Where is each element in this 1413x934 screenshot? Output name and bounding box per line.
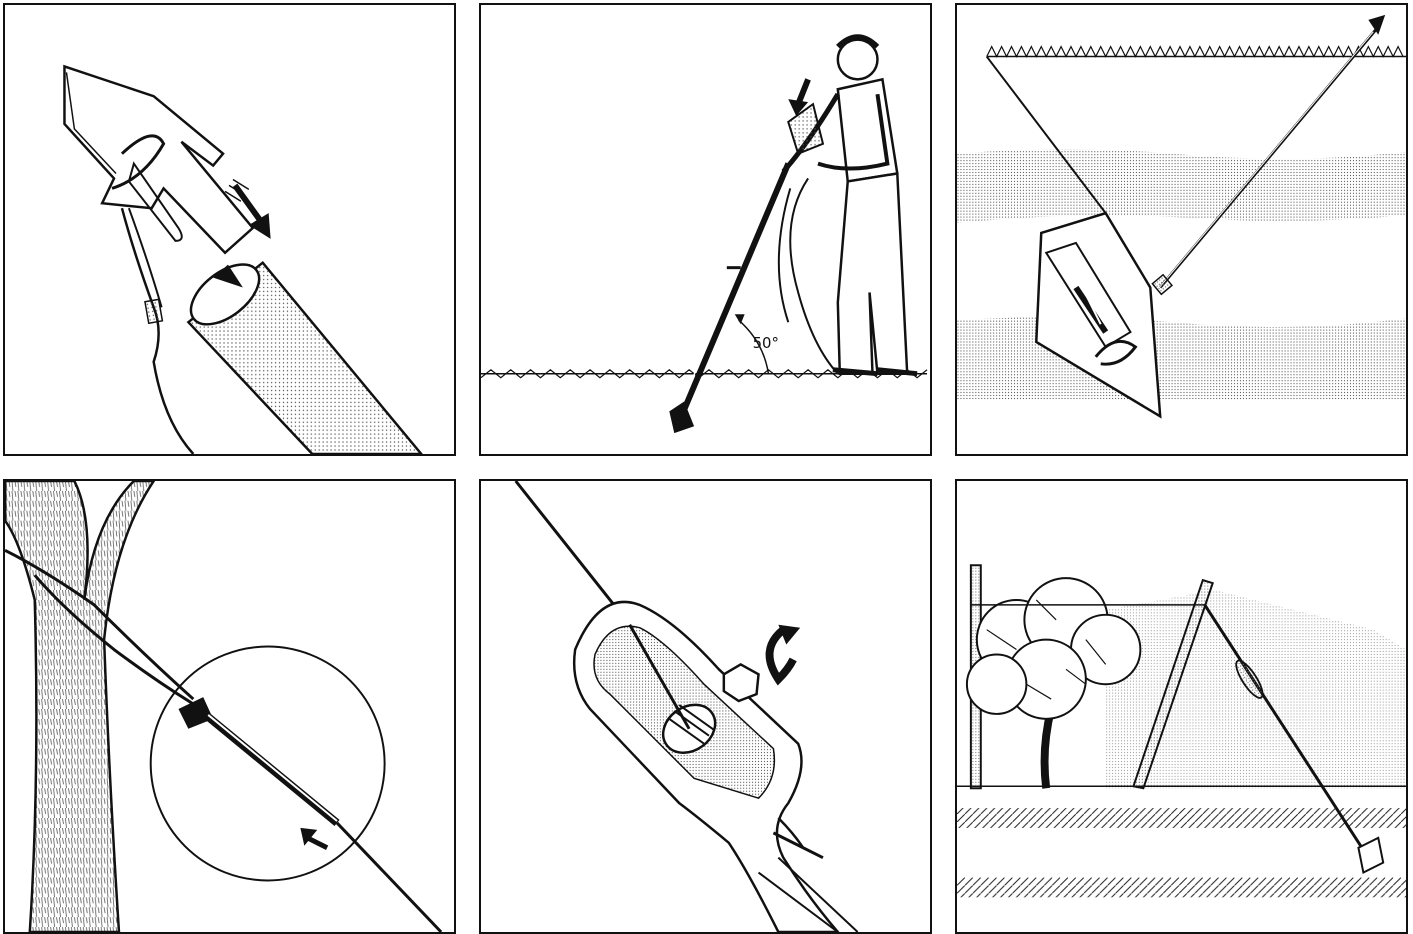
vineyard-anchor-illustration (957, 481, 1406, 932)
driving-anchor-illustration: 50° (481, 5, 930, 454)
step-4-panel (3, 479, 456, 934)
cable-clamp (178, 697, 213, 729)
step-5-panel (479, 479, 932, 934)
cable (122, 208, 193, 454)
down-arrow-icon (798, 79, 808, 104)
soil-stripe-2 (957, 877, 1406, 897)
soil-layer-lower (957, 317, 1406, 399)
tensioning-tool-illustration (481, 481, 930, 932)
step-3-panel (955, 3, 1408, 456)
tree-cable-illustration (5, 481, 454, 932)
angle-label: 50° (753, 334, 779, 352)
step-2-panel: 50° (479, 3, 932, 456)
anchor-in-soil-illustration (957, 5, 1406, 454)
anchor-loading-illustration (5, 5, 454, 454)
anchor-head (64, 66, 252, 252)
tree-trunk (5, 481, 154, 932)
up-arrow-icon (1368, 15, 1385, 35)
soil-layer-upper (957, 149, 1406, 223)
drive-rod (679, 164, 788, 422)
grass-line (987, 47, 1403, 57)
step-1-panel (3, 3, 456, 456)
step-6-panel (955, 479, 1408, 934)
bolt (724, 664, 759, 701)
direction-arrow-icon (307, 838, 327, 848)
ground-anchor (1358, 838, 1383, 873)
